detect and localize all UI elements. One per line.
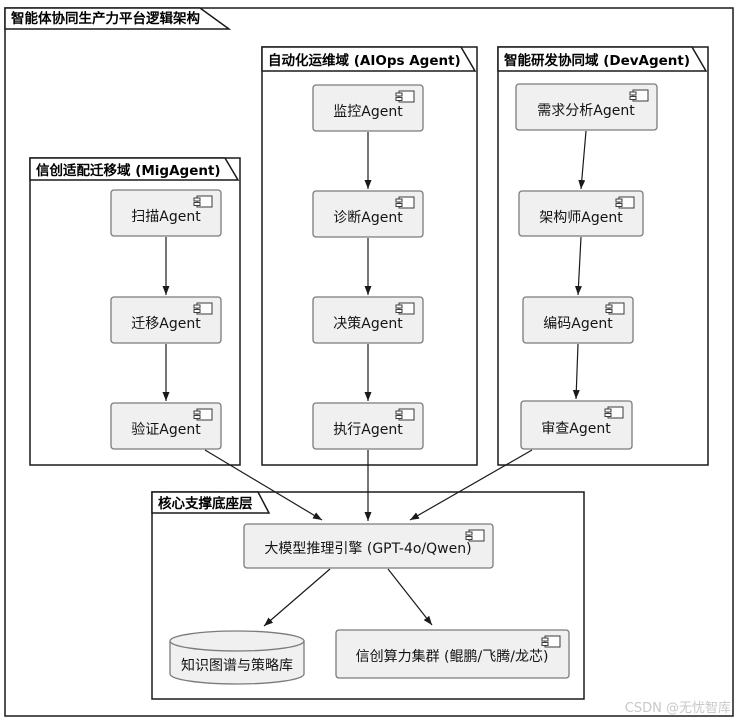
component-monitor-label: 监控Agent xyxy=(333,104,403,120)
component-review-box xyxy=(520,400,633,450)
component-requirements-agent: 需求分析Agent xyxy=(515,83,658,131)
component-decide-agent: 决策Agent xyxy=(312,296,424,344)
component-icon xyxy=(395,196,415,209)
arrow-engine-to-knowledge xyxy=(263,568,331,627)
frame-title: 智能体协同生产力平台逻辑架构 xyxy=(11,10,200,27)
component-scan-agent: 扫描Agent xyxy=(110,189,222,237)
component-scan-label: 扫描Agent xyxy=(131,209,201,225)
component-execute-label: 执行Agent xyxy=(333,422,403,438)
component-architect-agent: 架构师Agent xyxy=(518,190,644,237)
arrow-review-to-engine xyxy=(409,449,533,521)
component-architect-label: 架构师Agent xyxy=(539,210,623,226)
frame-title-tab xyxy=(4,7,232,30)
component-requirements-box xyxy=(515,83,658,131)
component-engine-label: 大模型推理引擎 (GPT-4o/Qwen) xyxy=(264,541,471,557)
component-monitor-agent: 监控Agent xyxy=(312,84,424,132)
component-cluster-box xyxy=(335,629,570,679)
package-aiops-tab xyxy=(261,46,477,72)
arrow-requirements-to-architect xyxy=(578,130,587,190)
package-core-title: 核心支撑底座层 xyxy=(158,495,253,512)
component-icon xyxy=(395,90,415,103)
component-icon xyxy=(193,302,213,315)
component-coding-label: 编码Agent xyxy=(543,316,613,332)
component-icon xyxy=(541,635,561,648)
database-knowledge-label: 知识图谱与策略库 xyxy=(181,657,293,674)
component-llm-engine: 大模型推理引擎 (GPT-4o/Qwen) xyxy=(243,523,494,569)
arrow-engine-to-cluster xyxy=(387,568,433,626)
component-verify-label: 验证Agent xyxy=(131,422,201,438)
package-aiops-title: 自动化运维域 (AIOps Agent) xyxy=(268,52,461,69)
component-execute-agent: 执行Agent xyxy=(312,402,424,450)
package-mig-tab xyxy=(29,157,240,181)
component-diagnose-label: 诊断Agent xyxy=(333,210,403,226)
database-cylinder-body xyxy=(169,641,305,685)
component-cluster-label: 信创算力集群 (鲲鹏/飞腾/龙芯) xyxy=(356,648,549,665)
component-icon xyxy=(615,196,635,209)
database-cylinder-top xyxy=(169,630,305,652)
component-icon xyxy=(395,408,415,421)
component-icon xyxy=(395,302,415,315)
component-decide-label: 决策Agent xyxy=(333,315,403,332)
component-compute-cluster: 信创算力集群 (鲲鹏/飞腾/龙芯) xyxy=(335,629,570,679)
arrow-coding-to-review xyxy=(572,343,580,400)
component-icon xyxy=(629,89,649,102)
component-migrate-agent: 迁移Agent xyxy=(110,296,222,344)
component-verify-agent: 验证Agent xyxy=(110,402,222,450)
package-core-tab xyxy=(151,491,271,514)
watermark-text: CSDN @无忧智库 xyxy=(625,700,731,716)
arrows xyxy=(162,130,587,627)
component-engine-box xyxy=(243,523,494,569)
component-icon xyxy=(465,529,485,542)
package-dev-tab xyxy=(497,46,708,72)
component-icon xyxy=(193,408,213,421)
component-icon xyxy=(193,195,213,208)
component-coding-agent: 编码Agent xyxy=(522,296,634,344)
component-diagnose-agent: 诊断Agent xyxy=(312,190,424,238)
component-icon xyxy=(605,302,625,315)
database-knowledge-base: 知识图谱与策略库 xyxy=(169,630,305,685)
package-mig-title: 信创适配迁移域 (MigAgent) xyxy=(36,162,221,179)
arrow-architect-to-coding xyxy=(574,236,582,296)
component-architect-box xyxy=(518,190,644,237)
component-migrate-label: 迁移Agent xyxy=(131,316,201,332)
component-review-agent: 审查Agent xyxy=(520,400,633,450)
arrow-verify-to-engine xyxy=(204,449,323,521)
component-requirements-label: 需求分析Agent xyxy=(537,103,635,119)
package-dev-title: 智能研发协同域 (DevAgent) xyxy=(504,52,690,69)
component-review-label: 审查Agent xyxy=(541,421,611,437)
component-icon xyxy=(604,406,624,419)
package-aiops: 自动化运维域 (AIOps Agent) xyxy=(261,46,478,466)
